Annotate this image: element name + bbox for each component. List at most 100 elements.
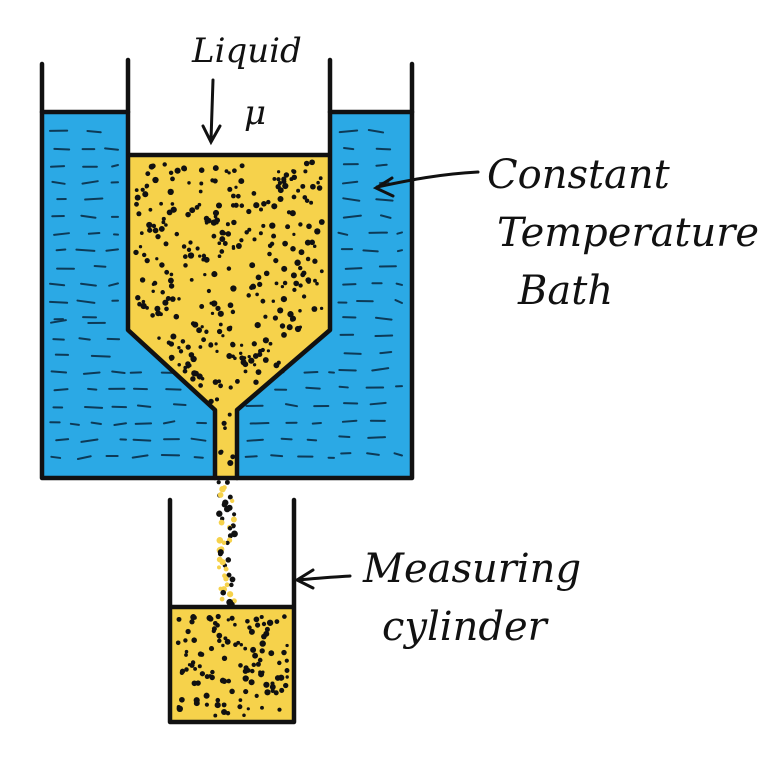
liquid-particle [296, 188, 301, 193]
liquid-particle [316, 180, 320, 185]
liquid-particle [217, 241, 222, 246]
ripple-dash [53, 147, 71, 151]
liquid-particle [281, 649, 287, 656]
ripple-dash [87, 232, 101, 235]
liquid-particle [224, 638, 231, 645]
liquid-particle [212, 209, 220, 217]
stream-drop [221, 540, 227, 546]
liquid-particle [195, 246, 200, 251]
bath-label-line3: Bath [517, 268, 613, 314]
liquid-particle [215, 623, 220, 628]
liquid-particle [253, 202, 260, 209]
liquid-particle [254, 321, 261, 329]
liquid-particle [227, 171, 231, 175]
liquid-particle [191, 680, 198, 687]
liquid-particle [309, 200, 314, 205]
liquid-particle [216, 632, 223, 639]
ripple-dash [343, 352, 362, 355]
liquid-particle [199, 671, 206, 677]
liquid-particle [152, 176, 159, 184]
liquid-particle [134, 201, 139, 207]
ripple-dash [280, 437, 293, 441]
stream-drop [225, 557, 232, 563]
liquid-particle [189, 207, 196, 214]
liquid-particle [184, 667, 189, 672]
liquid-particle [182, 254, 188, 259]
liquid-particle [142, 252, 147, 258]
liquid-particle [255, 274, 262, 281]
liquid-particle [292, 232, 296, 236]
liquid-particle [159, 201, 163, 206]
liquid-particle [277, 707, 282, 712]
liquid-particle [312, 244, 317, 249]
liquid-particle [243, 646, 248, 651]
liquid-particle [203, 692, 210, 699]
stream-drop [217, 565, 221, 570]
liquid-particle [248, 679, 255, 686]
liquid-particle [272, 176, 277, 181]
liquid-particle [249, 262, 256, 269]
liquid-particle [211, 271, 218, 278]
liquid-particle [142, 191, 149, 198]
liquid-particle [262, 337, 269, 344]
liquid-particle [260, 298, 266, 304]
liquid-particle [145, 171, 151, 177]
liquid-particle [194, 205, 200, 210]
liquid-particle [252, 363, 257, 367]
liquid-particle [301, 294, 307, 299]
liquid-particle [192, 321, 199, 328]
liquid-particle [198, 189, 203, 194]
liquid-particle [266, 199, 271, 205]
liquid-particle [154, 305, 161, 312]
liquid-particle [224, 169, 229, 174]
ripple-dash [50, 370, 68, 374]
liquid-particle [284, 668, 290, 673]
liquid-particle [177, 363, 181, 367]
ripple-dash [55, 438, 70, 442]
ripple-dash [134, 422, 153, 425]
cylinder-label-line1: Measuring [362, 546, 581, 592]
liquid-particle [214, 397, 220, 402]
bath-label-line2: Temperature [497, 210, 759, 256]
liquid-particle [203, 215, 210, 222]
liquid-particle [196, 373, 203, 380]
liquid-particle [199, 304, 205, 309]
liquid-particle [278, 674, 285, 681]
liquid-particle [221, 643, 225, 648]
ripple-dash [76, 299, 96, 304]
ripple-dash [342, 214, 362, 219]
bath-label-group: Constant Temperature Bath [372, 152, 759, 314]
liquid-label-group: Liquid μ [191, 31, 302, 146]
stream-drop [218, 586, 223, 591]
liquid-particle [169, 296, 176, 302]
liquid-particle [215, 697, 221, 703]
ripple-dash [366, 452, 380, 456]
liquid-particle [266, 619, 274, 626]
liquid-particle [186, 247, 192, 252]
liquid-particle [298, 222, 303, 227]
ripple-dash [49, 300, 69, 304]
liquid-particle [183, 263, 188, 268]
liquid-particle [187, 363, 192, 368]
liquid-particle [147, 227, 153, 233]
liquid-particle [251, 341, 257, 347]
liquid-particle [204, 674, 210, 680]
liquid-particle [233, 642, 238, 647]
liquid-particle [198, 254, 202, 258]
liquid-particle [255, 661, 261, 667]
liquid-particle [212, 165, 219, 172]
liquid-particle [268, 650, 275, 657]
liquid-particle [279, 687, 285, 693]
liquid-particle [242, 361, 249, 368]
stream-drop [232, 512, 237, 517]
liquid-particle [221, 702, 227, 708]
liquid-particle [243, 665, 249, 671]
liquid-particle [173, 313, 180, 320]
liquid-particle [239, 343, 244, 347]
ripple-dash [84, 406, 104, 409]
liquid-particle [253, 616, 260, 623]
liquid-particle [140, 302, 147, 310]
liquid-particle [246, 293, 251, 298]
liquid-particle [200, 325, 204, 329]
